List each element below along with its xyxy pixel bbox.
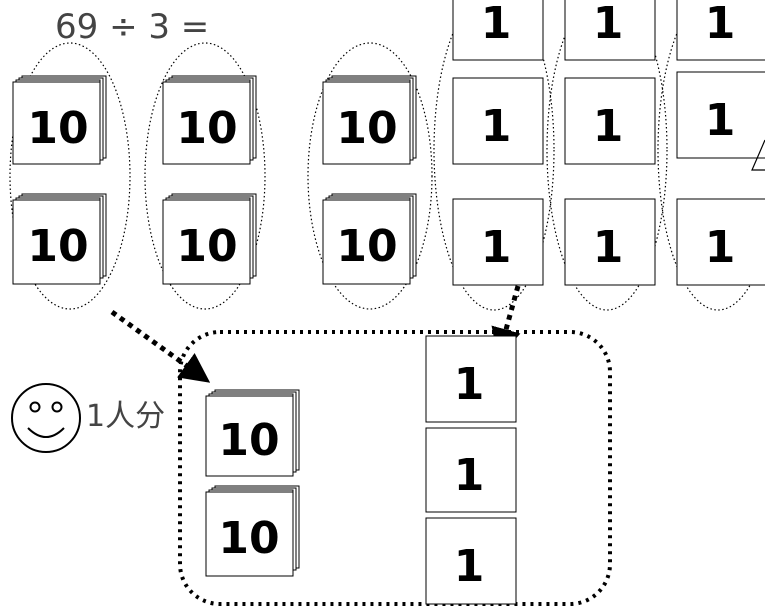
share-ten-card: 10 bbox=[205, 389, 300, 477]
share-one-card: 1 bbox=[425, 517, 517, 605]
ten-card: 10 bbox=[12, 193, 107, 285]
one-card: 1 bbox=[452, 77, 544, 165]
one-group-oval bbox=[546, 0, 668, 311]
one-card-label: 1 bbox=[593, 222, 624, 273]
ten-card: 10 bbox=[162, 75, 257, 165]
ten-card: 10 bbox=[162, 193, 257, 285]
ten-group-oval bbox=[144, 42, 266, 310]
one-arrow bbox=[491, 285, 521, 359]
one-card: 1 bbox=[452, 0, 544, 61]
ten-card-label: 10 bbox=[176, 221, 237, 272]
ten-group-oval bbox=[307, 42, 433, 310]
one-card: 1 bbox=[452, 198, 544, 286]
ten-card-label: 10 bbox=[27, 103, 88, 154]
one-card: 1 bbox=[676, 0, 765, 61]
one-card: 1 bbox=[564, 0, 656, 61]
one-card-label: 1 bbox=[481, 0, 512, 49]
one-card-label: 1 bbox=[705, 222, 736, 273]
share-ten-card-label: 10 bbox=[218, 513, 279, 564]
share-ten-card: 10 bbox=[205, 485, 300, 577]
smiley-face-icon bbox=[11, 383, 81, 453]
share-one-card-label: 1 bbox=[454, 359, 485, 410]
share-ten-card-label: 10 bbox=[218, 415, 279, 466]
one-card: 1 bbox=[564, 77, 656, 165]
one-card-label: 1 bbox=[705, 0, 736, 49]
one-card-label: 1 bbox=[481, 101, 512, 152]
ten-card-label: 10 bbox=[336, 103, 397, 154]
ten-card-label: 10 bbox=[336, 221, 397, 272]
one-card: 1 bbox=[564, 198, 656, 286]
one-share-box bbox=[178, 330, 612, 606]
share-one-card: 1 bbox=[425, 335, 517, 423]
one-card-label: 1 bbox=[705, 95, 736, 146]
share-one-card-label: 1 bbox=[454, 541, 485, 592]
one-card: 1 bbox=[676, 71, 765, 159]
one-card: 1 bbox=[676, 198, 765, 286]
share-one-card-label: 1 bbox=[454, 450, 485, 501]
share-label: 1人分 bbox=[86, 399, 165, 434]
ten-arrow bbox=[110, 309, 211, 383]
share-one-card: 1 bbox=[425, 427, 517, 513]
ten-card-label: 10 bbox=[27, 221, 88, 272]
ten-card: 10 bbox=[322, 75, 417, 165]
one-group-oval bbox=[433, 0, 555, 311]
one-card-label: 1 bbox=[481, 222, 512, 273]
ten-group-oval bbox=[9, 42, 131, 310]
ten-card-label: 10 bbox=[176, 103, 237, 154]
problem-expression: 69 ÷ 3 = bbox=[55, 7, 209, 47]
one-card-label: 1 bbox=[593, 0, 624, 49]
ten-card: 10 bbox=[12, 75, 107, 165]
one-card-label: 1 bbox=[593, 101, 624, 152]
ten-card: 10 bbox=[322, 193, 417, 285]
partial-triangle-mark bbox=[751, 139, 765, 171]
